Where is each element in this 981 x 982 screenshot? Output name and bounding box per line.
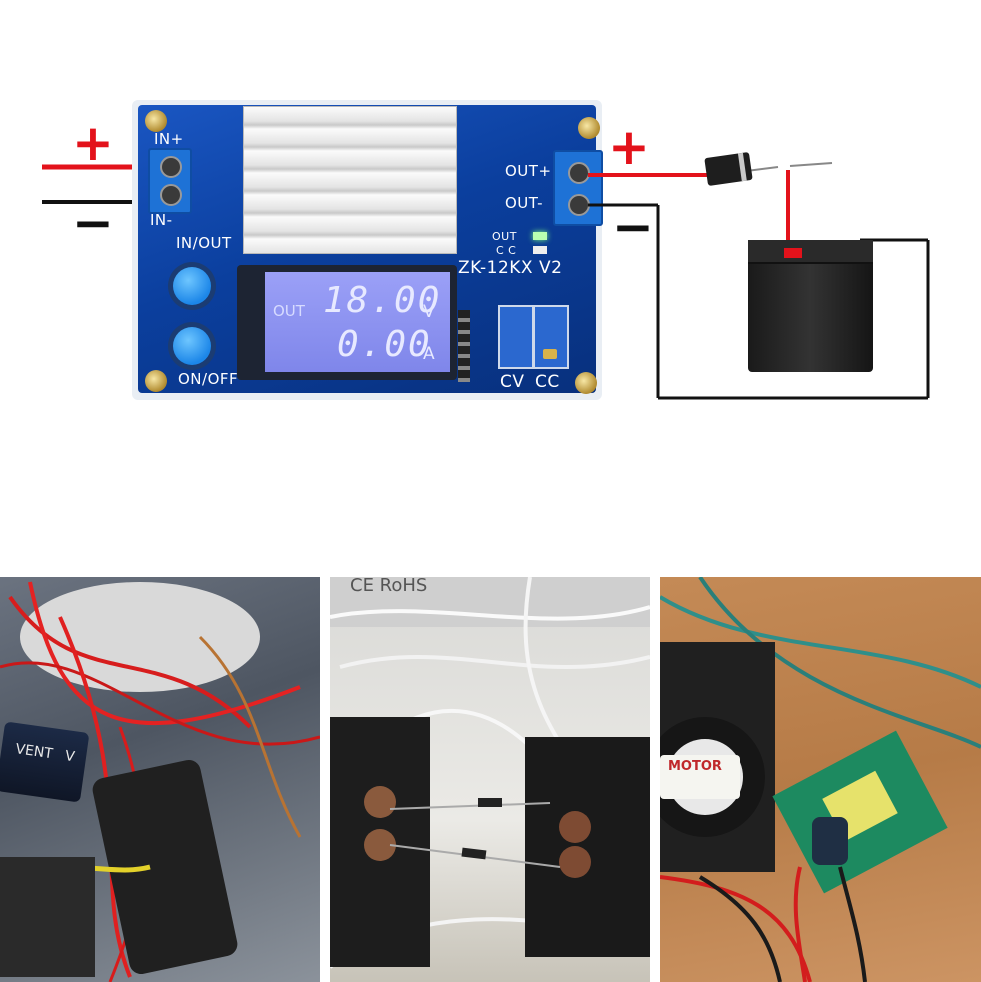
out-led-label: OUT — [492, 230, 517, 243]
battery-icon — [748, 240, 873, 372]
in-minus-label: IN- — [150, 211, 173, 229]
cc-potentiometer[interactable] — [533, 305, 569, 369]
screw-icon — [578, 117, 600, 139]
in-out-button[interactable] — [168, 262, 216, 310]
lcd-mode: OUT — [273, 302, 305, 320]
cc-led-label: C C — [496, 244, 517, 257]
cv-potentiometer[interactable] — [498, 305, 534, 369]
cc-led-icon — [533, 246, 547, 254]
screw-icon — [145, 110, 167, 132]
lcd-current-unit: A — [423, 344, 435, 364]
cc-label: CC — [535, 372, 560, 392]
capacitor-label-1: VENT — [14, 741, 54, 763]
model-label: ZK-12KX V2 — [458, 258, 563, 278]
sticker-text: CE RoHS — [350, 577, 428, 596]
header-pins — [458, 310, 470, 382]
out-plus-label: OUT+ — [505, 162, 552, 180]
heatsink — [243, 106, 457, 254]
lcd-voltage-unit: V — [423, 302, 435, 322]
lcd-voltage: 18.00 — [323, 280, 442, 321]
photo-switch-diodes: CE RoHS — [330, 577, 650, 982]
photo-wiring-red: VENT V — [0, 577, 320, 982]
output-plus-sign: + — [608, 118, 650, 176]
screw-icon — [575, 372, 597, 394]
motor-label: MOTOR — [668, 759, 722, 774]
input-terminal-block — [148, 148, 192, 214]
cv-label: CV — [500, 372, 525, 392]
input-minus-sign: − — [72, 194, 114, 252]
out-led-icon — [533, 232, 547, 240]
lcd-display: OUT 18.00 V 0.00 A — [265, 272, 450, 372]
on-off-button[interactable] — [168, 322, 216, 370]
wiring-diagram: + − IN+ IN- IN/OUT ON/OFF OUT 18.00 V 0.… — [0, 0, 981, 450]
input-plus-sign: + — [72, 114, 114, 172]
capacitor-label-2: V — [63, 748, 76, 766]
out-minus-label: OUT- — [505, 194, 543, 212]
output-terminal-block — [553, 150, 603, 226]
in-out-label: IN/OUT — [176, 234, 232, 252]
in-plus-label: IN+ — [154, 130, 184, 148]
motor-sticker: MOTOR — [660, 755, 740, 799]
on-off-label: ON/OFF — [178, 370, 239, 388]
lcd-current: 0.00 — [337, 324, 432, 365]
photo-fan-module: MOTOR — [660, 577, 981, 982]
screw-icon — [145, 370, 167, 392]
output-minus-sign: − — [612, 198, 654, 256]
capacitor-icon: VENT V — [0, 721, 90, 803]
